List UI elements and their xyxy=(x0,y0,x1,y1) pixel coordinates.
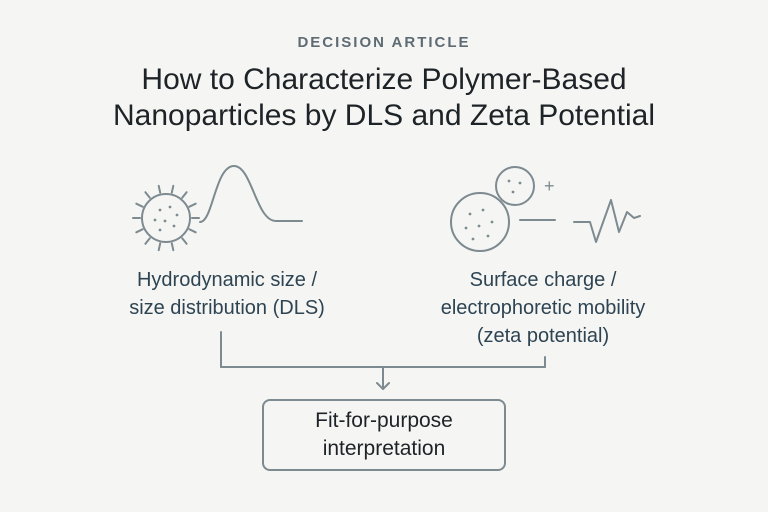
plus-sign: + xyxy=(544,176,555,196)
arrow-down-icon xyxy=(376,382,390,390)
particle-spike xyxy=(170,242,175,252)
particle-spike xyxy=(144,191,151,199)
connector-lines xyxy=(220,331,546,390)
zeta-label-line-2: electrophoretic mobility xyxy=(440,297,646,319)
particle-spike xyxy=(170,184,175,194)
particle-spike xyxy=(135,202,144,208)
electrophoretic-signal-icon xyxy=(573,199,641,243)
particle-spike xyxy=(157,184,162,194)
particle-spike xyxy=(188,228,197,234)
particle-spike xyxy=(144,237,151,245)
result-line-2: interpretation xyxy=(322,437,446,460)
particle-spike xyxy=(157,242,162,252)
result-box: Fit-for-purpose interpretation xyxy=(262,399,506,471)
charged-particles-icon xyxy=(450,166,556,252)
zeta-label: Surface charge / electrophoretic mobilit… xyxy=(408,266,678,350)
article-kicker: DECISION ARTICLE xyxy=(297,34,471,51)
dls-label-line-1: Hydrodynamic size / xyxy=(136,269,318,291)
particle-spike xyxy=(188,202,197,208)
result-line-1: Fit-for-purpose xyxy=(315,409,453,432)
dls-label: Hydrodynamic size / size distribution (D… xyxy=(92,266,362,322)
zeta-label-line-1: Surface charge / xyxy=(469,269,617,291)
title-line-1: How to Characterize Polymer-Based xyxy=(141,63,627,96)
title-line-2: Nanoparticles by DLS and Zeta Potential xyxy=(113,99,655,132)
zeta-label-line-3: (zeta potential) xyxy=(476,325,610,347)
particle-spike xyxy=(181,237,188,245)
particle-icon xyxy=(132,184,200,252)
particle-spikes xyxy=(132,184,200,252)
particle-spike xyxy=(135,228,144,234)
particle-spike xyxy=(181,191,188,199)
size-distribution-curve-icon xyxy=(199,165,303,223)
page-title: How to Characterize Polymer-Based Nanopa… xyxy=(0,62,768,134)
dls-label-line-2: size distribution (DLS) xyxy=(129,297,325,319)
